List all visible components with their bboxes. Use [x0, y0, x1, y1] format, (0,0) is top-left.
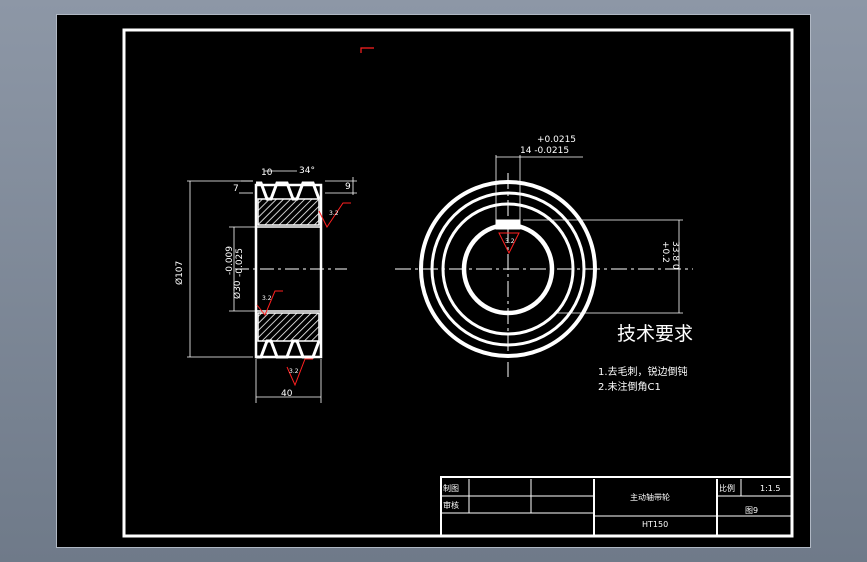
keyway-dim: 14 -0.0215: [520, 146, 569, 156]
tb-check-label: 审核: [443, 500, 459, 510]
notes-line-1: 1.去毛刺，锐边倒钝: [598, 365, 688, 378]
tb-scale-value: 1:1.5: [760, 484, 781, 493]
tb-scale-label: 比例: [719, 483, 735, 493]
dim-groove-angle: 34°: [299, 166, 315, 176]
roughness-symbol-2: [256, 290, 283, 316]
tb-drawing-no: 图9: [745, 506, 758, 515]
roughness-symbol-3: [286, 358, 313, 387]
keyway-tol-upper: +0.0215: [537, 135, 576, 145]
dim-width: 40: [281, 389, 293, 399]
tb-drawn-label: 制图: [443, 483, 459, 493]
dim-top-right: 9: [345, 182, 351, 192]
tb-part-name: 主动轴带轮: [630, 492, 670, 502]
title-block: [440, 476, 793, 537]
dim-top-left: 7: [233, 184, 239, 194]
roughness-1-value: 3.2: [329, 210, 339, 217]
roughness-2-value: 3.2: [262, 295, 272, 302]
roughness-key-value: 3.2: [505, 238, 515, 245]
dim-bore-tol-lower: -0.025: [235, 248, 245, 277]
roughness-symbol-1: [318, 202, 351, 228]
dim-bore-tol-upper: -0.009: [225, 246, 235, 275]
tb-material: HT150: [642, 520, 668, 529]
outer-frame: [122, 28, 794, 538]
cad-viewport[interactable]: 10 34° 7 9 Ø107 -0.009 -0.025 Ø30 40 3.2…: [56, 14, 811, 548]
depth-dim: 33.8 0: [670, 241, 680, 270]
roughness-symbol-key: [498, 232, 520, 255]
side-circular-view: [395, 155, 693, 377]
dim-groove-pitch: 10: [261, 168, 273, 178]
depth-tol: +0.2: [660, 241, 670, 263]
dim-outer-diameter: Ø107: [174, 261, 185, 285]
front-section-view: [187, 170, 357, 403]
cad-drawing: 10 34° 7 9 Ø107 -0.009 -0.025 Ø30 40 3.2…: [122, 28, 794, 538]
dim-bore: Ø30: [232, 280, 243, 299]
red-corner-marker: [360, 47, 374, 53]
notes-title: 技术要求: [617, 323, 693, 345]
roughness-3-value: 3.2: [289, 368, 299, 375]
notes-line-2: 2.未注倒角C1: [598, 380, 661, 393]
